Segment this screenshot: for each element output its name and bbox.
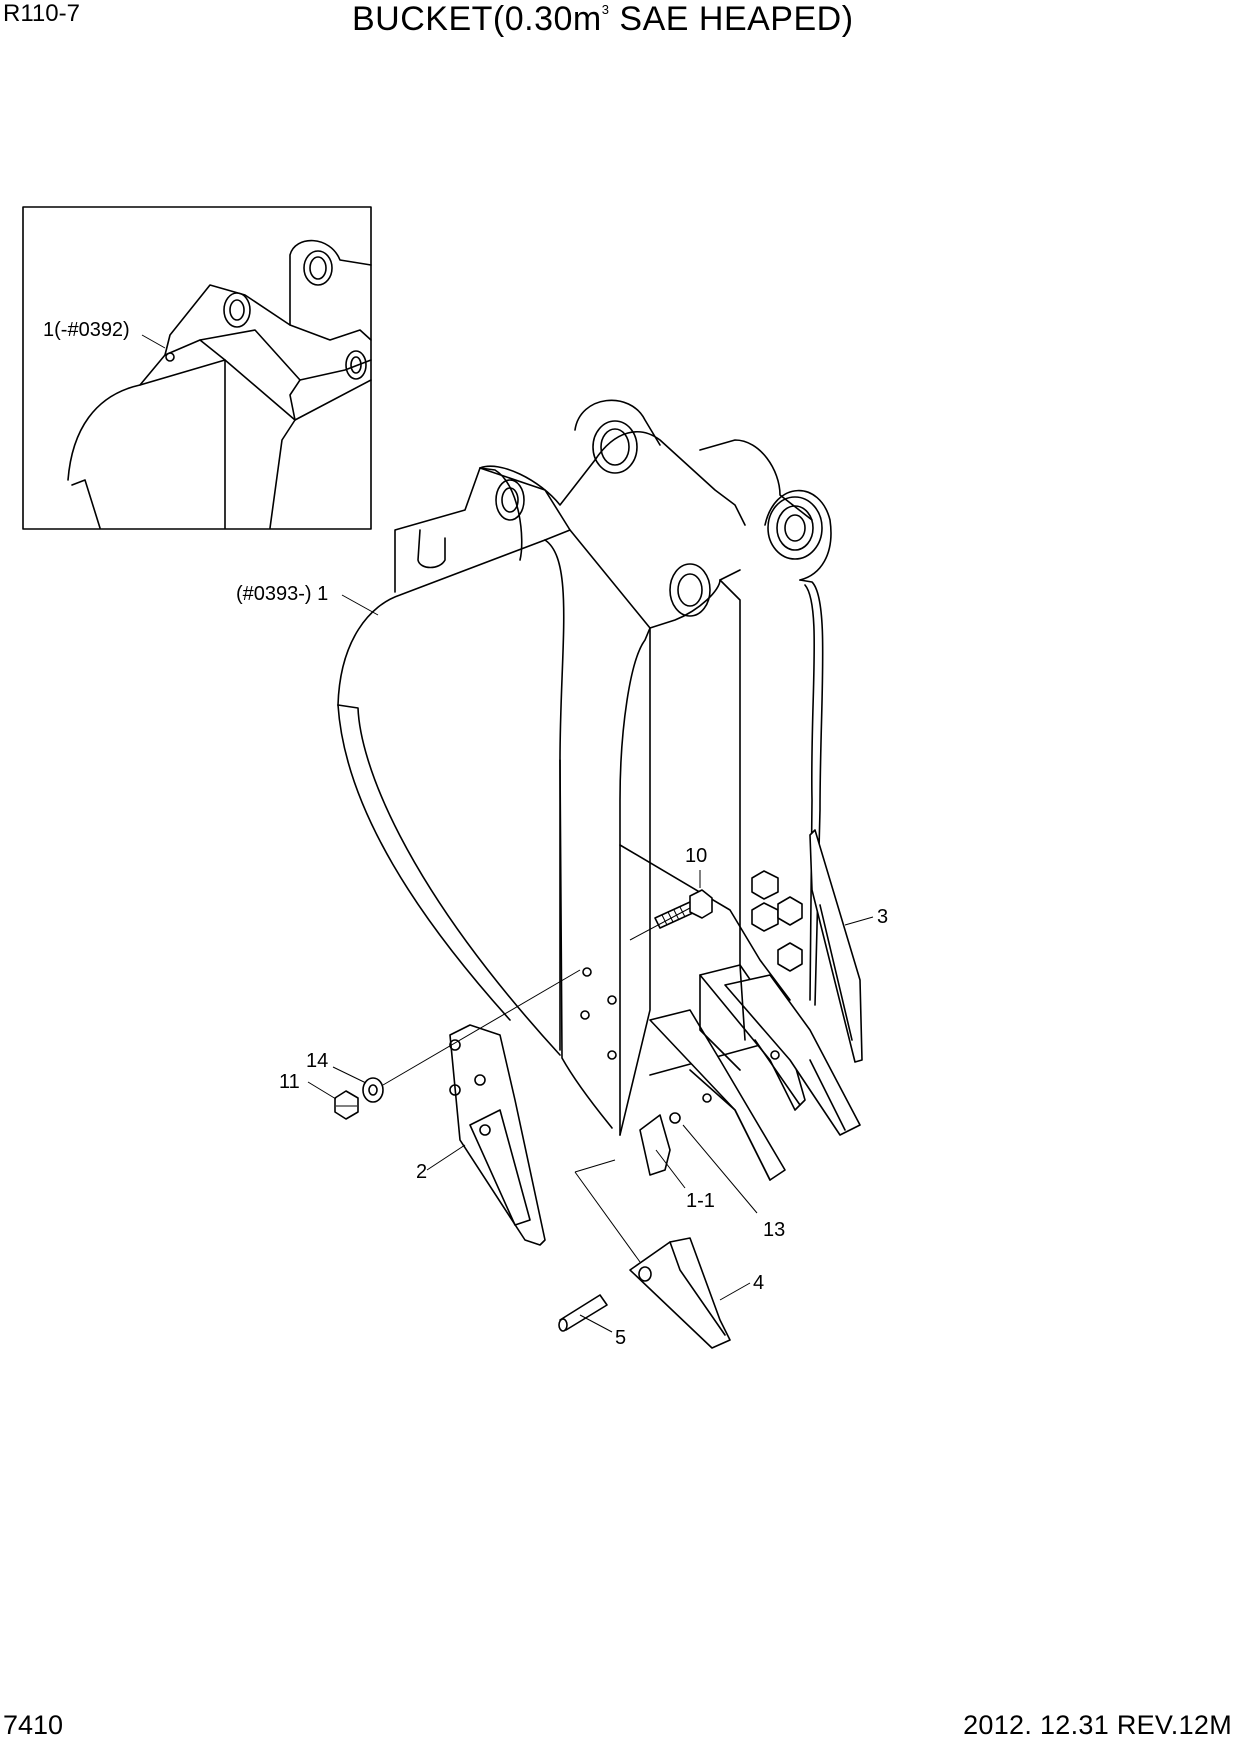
teeth-group: [639, 964, 861, 1181]
callout-1-1: 1-1: [686, 1190, 715, 1212]
callout-14: 14: [306, 1050, 328, 1072]
tooth-4: [629, 1237, 731, 1349]
title-main: BUCKET(0.30m: [352, 0, 602, 38]
callout-2: 2: [416, 1161, 427, 1183]
callout-5: 5: [615, 1327, 626, 1349]
washer-14: [362, 1077, 384, 1103]
page-number: 7410: [3, 1710, 64, 1740]
inset-panel: [22, 206, 372, 530]
callout-4: 4: [753, 1272, 764, 1294]
pin-5: [558, 1294, 608, 1332]
callout-11: 11: [279, 1071, 300, 1093]
callout-10: 10: [685, 845, 707, 867]
title-rest: SAE HEAPED): [619, 0, 854, 38]
main-part-callout: (#0393-) 1: [236, 583, 328, 605]
bucket-body: [337, 399, 863, 1136]
diagram-title: BUCKET(0.30m3 SAE HEAPED): [352, 2, 854, 36]
model-code: R110-7: [3, 0, 80, 27]
callout-3: 3: [877, 906, 888, 928]
title-superscript: 3: [601, 2, 610, 17]
revision-stamp: 2012. 12.31 REV.12M: [963, 1710, 1232, 1740]
nut-11: [334, 1090, 359, 1120]
inset-part-callout: 1(-#0392): [43, 319, 130, 341]
side-protector: [449, 1024, 546, 1246]
callout-13: 13: [763, 1219, 785, 1241]
